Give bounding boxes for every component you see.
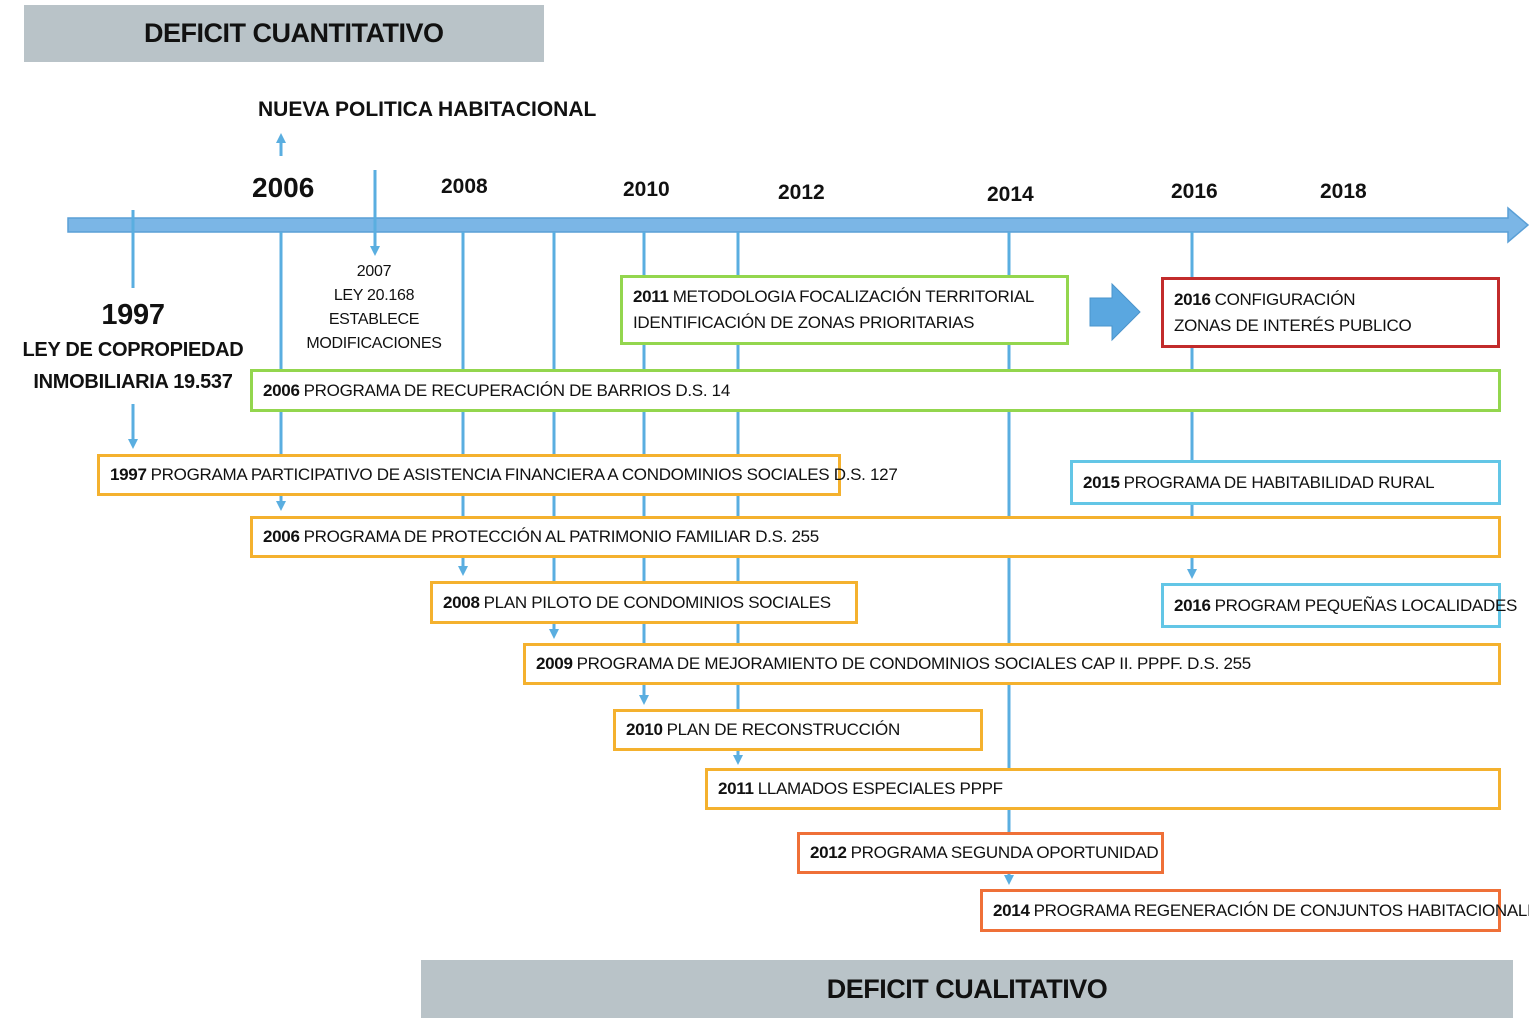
law-2007-line1: LEY 20.168 — [333, 287, 415, 304]
year-label-2008: 2008 — [441, 175, 488, 198]
law-1997-line2: INMOBILIARIA 19.537 — [33, 371, 233, 393]
program-year: 2006 — [263, 527, 300, 546]
year-label-2018: 2018 — [1320, 180, 1367, 203]
law-1997: 1997 LEY DE COPROPIEDAD INMOBILIARIA 19.… — [20, 296, 246, 398]
policy-label: NUEVA POLITICA HABITACIONAL — [258, 98, 597, 121]
program-year: 2015 — [1083, 472, 1120, 492]
program-text: PROGRAMA REGENERACIÓN DE CONJUNTOS HABIT… — [1033, 900, 1529, 920]
program-text: PROGRAMA DE RECUPERACIÓN DE BARRIOS D.S.… — [303, 380, 731, 400]
program-text: LLAMADOS ESPECIALES PPPF — [757, 779, 1003, 798]
year-label-2010: 2010 — [623, 178, 670, 201]
program-text: PROGRAMA DE MEJORAMIENTO DE CONDOMINIOS … — [576, 654, 1252, 673]
program-year: 2006 — [263, 380, 300, 400]
program-text: METODOLOGIA FOCALIZACIÓN TERRITORIAL — [672, 287, 1035, 306]
program-year: 2016 — [1174, 289, 1211, 309]
year-label-2014: 2014 — [987, 183, 1034, 206]
program-year: 1997 — [110, 465, 147, 484]
year-label-2006: 2006 — [252, 172, 315, 203]
law-2007-line3: MODIFICACIONES — [306, 335, 442, 352]
program-year: 2010 — [626, 720, 663, 739]
program-text: PROGRAMA DE HABITABILIDAD RURAL — [1123, 472, 1435, 492]
program-text: PLAN PILOTO DE CONDOMINIOS SOCIALES — [483, 592, 832, 612]
program-text: PROGRAMA SEGUNDA OPORTUNIDAD — [850, 843, 1159, 862]
program-year: 2011 — [633, 287, 669, 306]
block-arrow-right — [1089, 282, 1141, 342]
program-year: 2009 — [536, 654, 573, 673]
law-1997-year: 1997 — [101, 299, 165, 331]
year-label-2012: 2012 — [778, 181, 825, 204]
banner-deficit-cualitativo: DEFICIT CUALITATIVO — [421, 960, 1513, 1018]
program-year: 2008 — [443, 592, 480, 612]
program-text: CONFIGURACIÓN — [1214, 289, 1356, 309]
program-year: 2012 — [810, 843, 847, 862]
law-2007-year: 2007 — [356, 263, 392, 280]
program-text-2: IDENTIFICACIÓN DE ZONAS PRIORITARIAS — [633, 313, 975, 332]
program-text: PLAN DE RECONSTRUCCIÓN — [666, 720, 901, 739]
program-text: PROGRAMA DE PROTECCIÓN AL PATRIMONIO FAM… — [303, 527, 820, 546]
program-text: PROGRAMA PARTICIPATIVO DE ASISTENCIA FIN… — [150, 465, 898, 484]
program-text-2: ZONAS DE INTERÉS PUBLICO — [1174, 315, 1412, 335]
year-label-2016: 2016 — [1171, 180, 1218, 203]
banner-deficit-cuantitativo: DEFICIT CUANTITATIVO — [24, 5, 544, 62]
program-text: PROGRAM PEQUEÑAS LOCALIDADES — [1214, 595, 1518, 615]
law-1997-line1: LEY DE COPROPIEDAD — [22, 339, 244, 361]
law-2007-line2: ESTABLECE — [328, 311, 420, 328]
timeline-arrow — [67, 206, 1529, 244]
program-year: 2016 — [1174, 595, 1211, 615]
law-2007: 2007 LEY 20.168 ESTABLECE MODIFICACIONES — [298, 260, 450, 356]
program-year: 2011 — [718, 779, 754, 798]
program-year: 2014 — [993, 900, 1030, 920]
